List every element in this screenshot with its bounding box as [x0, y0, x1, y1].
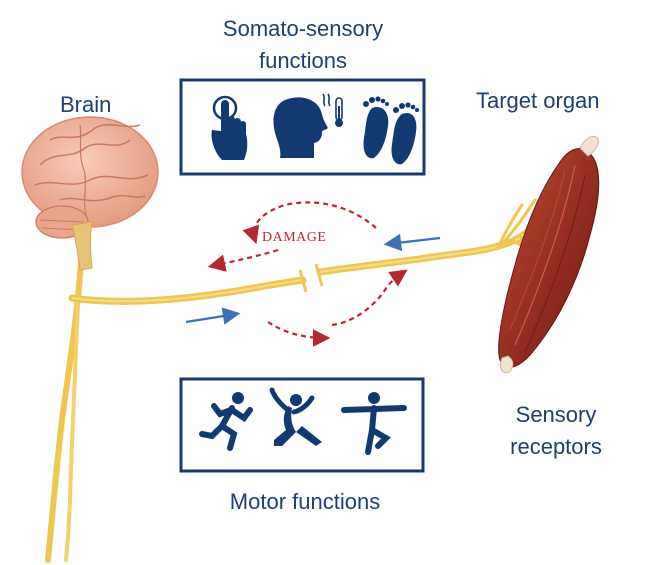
- motor-functions-icon-box: [179, 377, 425, 473]
- damage-arrow-left: [207, 248, 279, 272]
- sensory-receptors-line2: receptors: [510, 434, 602, 459]
- spinal-cord: [45, 237, 85, 563]
- brain-illustration: [21, 116, 159, 271]
- damage-label: DAMAGE: [262, 230, 327, 245]
- running-person-icon: [199, 392, 253, 451]
- muscle-illustration: [498, 135, 600, 374]
- somato-sensory-title-line1: Somato-sensory: [222, 16, 384, 41]
- target-organ-label: Target organ: [476, 88, 600, 113]
- sensory-receptors-line1: Sensory: [515, 402, 597, 427]
- balancing-person-icon: [341, 392, 407, 455]
- damage-cut-marks: [298, 263, 324, 293]
- feet-icon: [363, 96, 419, 165]
- spinal-cord-lower: [64, 298, 80, 562]
- sensory-flow-arrow: [383, 233, 441, 252]
- brain-label: Brain: [60, 92, 112, 117]
- lunging-person-icon: [269, 387, 322, 446]
- damage-arrow-bottom-right: [331, 269, 408, 327]
- motor-functions-label: Motor functions: [229, 489, 381, 514]
- damage-arrow-top-left: [242, 201, 377, 245]
- somato-sensory-title-line2: functions: [258, 48, 348, 73]
- touch-hand-icon: [211, 95, 248, 160]
- head-temperature-icon: [273, 93, 343, 158]
- damage-arrows: [207, 201, 408, 347]
- motor-flow-arrow: [185, 307, 241, 325]
- damage-arrow-bottom-left: [267, 321, 331, 347]
